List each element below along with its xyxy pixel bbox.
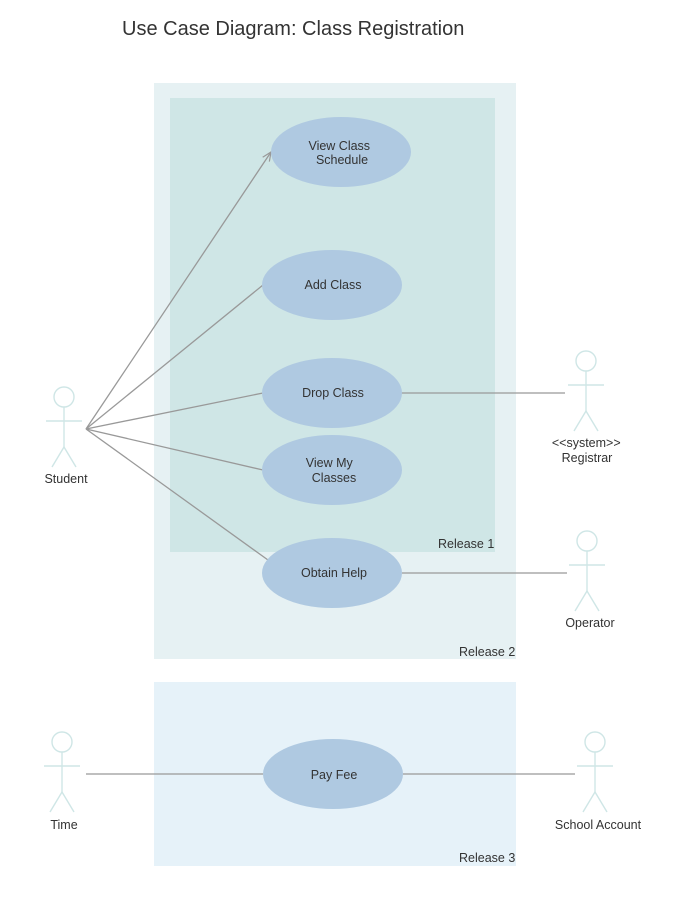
release-1-label: Release 1 [438, 537, 494, 551]
stick-figure-icon [569, 530, 605, 612]
release-2-label: Release 2 [459, 645, 515, 659]
use-case-drop-class[interactable]: Drop Class [262, 358, 402, 428]
use-case-label: Obtain Help [301, 566, 367, 580]
use-case-label: Add Class [305, 278, 362, 292]
use-case-pay-fee[interactable]: Pay Fee [263, 739, 403, 809]
stick-figure-icon [568, 350, 604, 432]
use-case-label: Drop Class [302, 386, 364, 400]
connector-student-view-my-classes [85, 428, 264, 471]
actor-registrar[interactable]: <<system>> Registrar [552, 350, 624, 465]
release-3-label: Release 3 [459, 851, 515, 865]
stick-figure-icon [46, 386, 82, 468]
actor-label: Operator [565, 616, 614, 630]
use-case-view-my-classes[interactable]: View My Classes [262, 435, 402, 505]
svg-text:View Class Schedule: View Class Schedule [308, 139, 373, 167]
actor-student[interactable]: Student [44, 386, 88, 486]
connector-student-add-class [85, 284, 264, 430]
actor-stereotype: <<system>> [552, 436, 621, 450]
use-case-add-class[interactable]: Add Class [262, 250, 402, 320]
actor-time[interactable]: Time [44, 731, 80, 832]
use-case-obtain-help[interactable]: Obtain Help [262, 538, 402, 608]
diagram-title: Use Case Diagram: Class Registration [122, 18, 464, 40]
use-case-label-line: Schedule [316, 153, 368, 167]
use-case-label-line: Classes [312, 471, 356, 485]
actor-label: Student [44, 472, 88, 486]
svg-text:View My Classes: View My Classes [306, 456, 357, 485]
connector-student-view-schedule [85, 152, 271, 430]
svg-text:<<system>> Registrar: <<system>> Registrar [552, 436, 624, 465]
stick-figure-icon [44, 731, 80, 813]
stick-figure-icon [577, 731, 613, 813]
connector-student-drop-class [85, 392, 264, 430]
connector-student-obtain-help [85, 428, 269, 561]
actor-label: Registrar [562, 451, 613, 465]
use-case-label-line: View Class [308, 139, 370, 153]
use-case-label: Pay Fee [311, 768, 358, 782]
actor-school-account[interactable]: School Account [555, 731, 642, 832]
actor-label: School Account [555, 818, 642, 832]
use-case-label-line: View My [306, 456, 354, 470]
actor-operator[interactable]: Operator [565, 530, 615, 630]
use-case-view-class-schedule[interactable]: View Class Schedule [271, 117, 411, 187]
actor-label: Time [50, 818, 77, 832]
